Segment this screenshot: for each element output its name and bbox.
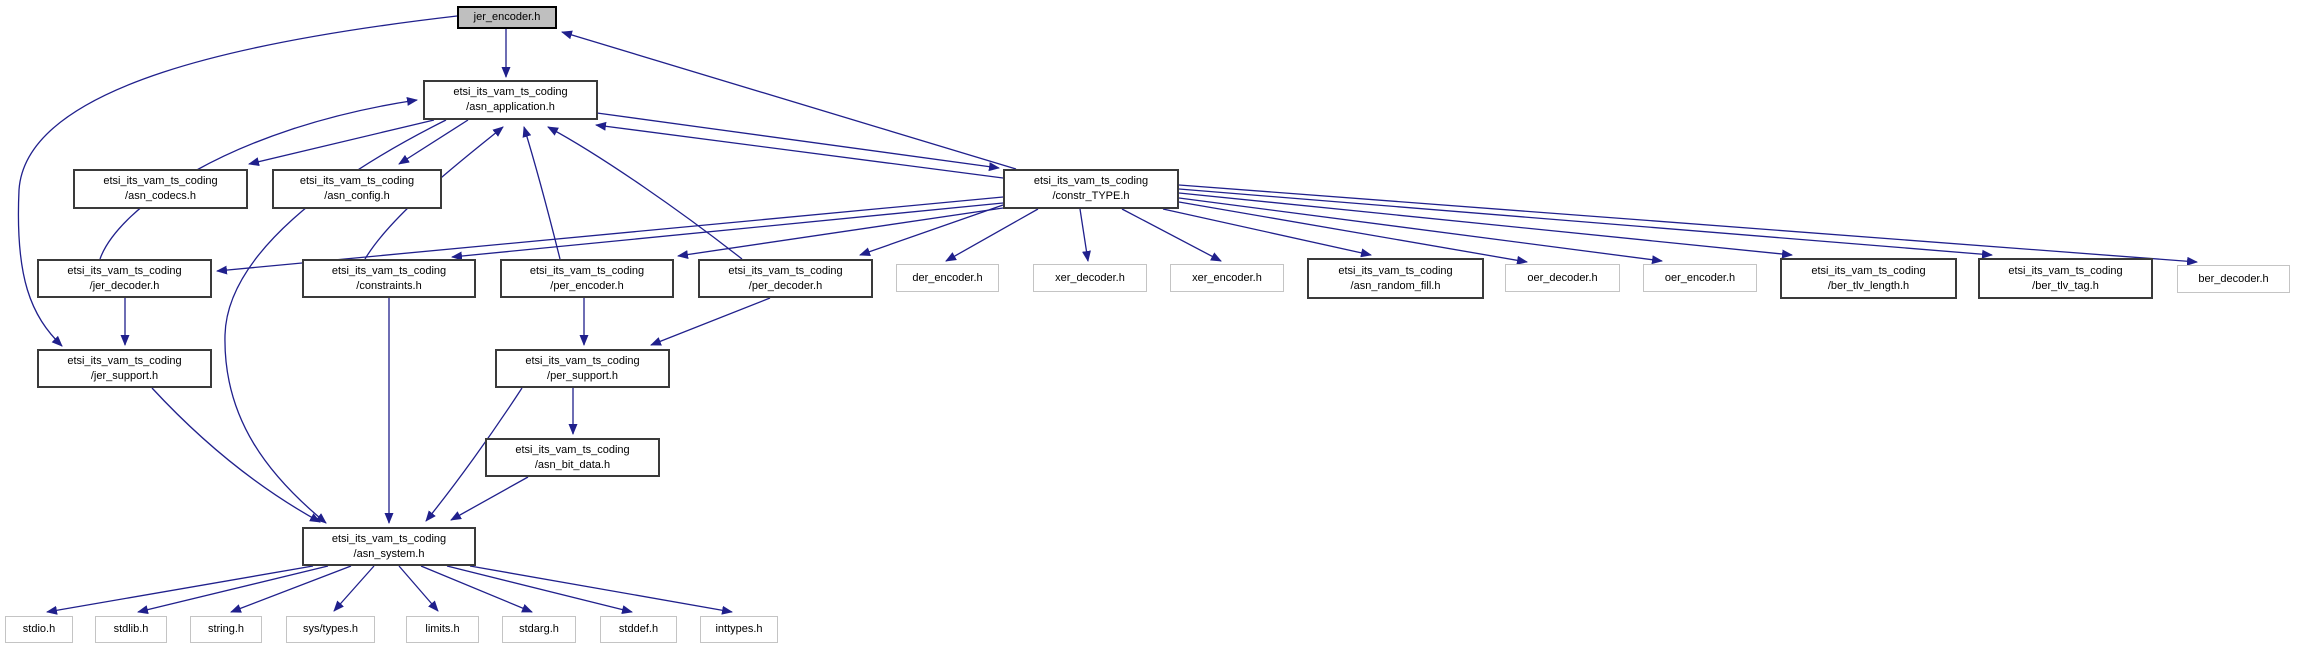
edge-jer_encoder-jer_support (17, 15, 458, 347)
graph-node-asn_system[interactable]: etsi_its_vam_ts_coding /asn_system.h (302, 527, 476, 566)
edge-per_decoder-per_support (650, 297, 771, 346)
graph-node-sys_types: sys/types.h (286, 616, 375, 643)
edge-asn_system-stdio (46, 565, 314, 615)
graph-node-ber_decoder: ber_decoder.h (2177, 265, 2290, 293)
graph-node-asn_config[interactable]: etsi_its_vam_ts_coding /asn_config.h (272, 169, 442, 209)
edge-asn_application-constr_TYPE (596, 112, 1000, 172)
edge-constr_TYPE-ber_tlv_tag (1178, 188, 1993, 259)
graph-node-xer_encoder: xer_encoder.h (1170, 264, 1284, 292)
edge-constr_TYPE-ber_decoder (1178, 184, 2198, 266)
graph-node-jer_support[interactable]: etsi_its_vam_ts_coding /jer_support.h (37, 349, 212, 388)
edge-constr_TYPE-asn_random_fill (1162, 208, 1372, 258)
graph-node-string: string.h (190, 616, 262, 643)
edge-jer_support-asn_system (151, 387, 321, 523)
graph-node-constr_TYPE[interactable]: etsi_its_vam_ts_coding /constr_TYPE.h (1003, 169, 1179, 209)
edge-constr_TYPE-jer_decoder (216, 196, 1004, 275)
edge-constr_TYPE-xer_decoder (1079, 208, 1091, 262)
graph-node-per_decoder[interactable]: etsi_its_vam_ts_coding /per_decoder.h (698, 259, 873, 298)
graph-node-asn_application[interactable]: etsi_its_vam_ts_coding /asn_application.… (423, 80, 598, 120)
edge-asn_system-inttypes (469, 565, 733, 615)
graph-node-stdlib: stdlib.h (95, 616, 167, 643)
graph-node-stddef: stddef.h (600, 616, 677, 643)
edge-asn_system-limits (398, 565, 439, 612)
graph-node-constraints[interactable]: etsi_its_vam_ts_coding /constraints.h (302, 259, 476, 298)
edge-constr_TYPE-der_encoder (945, 208, 1039, 262)
graph-node-stdarg: stdarg.h (502, 616, 576, 643)
graph-node-oer_decoder: oer_decoder.h (1505, 264, 1620, 292)
edge-per_decoder-asn_application (547, 126, 743, 260)
edge-constr_TYPE-xer_encoder (1121, 208, 1222, 262)
edge-constr_TYPE-constraints (451, 202, 1004, 261)
graph-node-oer_encoder: oer_encoder.h (1643, 264, 1757, 292)
graph-node-per_encoder[interactable]: etsi_its_vam_ts_coding /per_encoder.h (500, 259, 674, 298)
graph-node-ber_tlv_length[interactable]: etsi_its_vam_ts_coding /ber_tlv_length.h (1780, 258, 1957, 299)
edge-asn_bit_data-asn_system (450, 476, 529, 521)
edge-asn_system-sys_types (333, 565, 375, 612)
graph-node-stdio: stdio.h (5, 616, 73, 643)
graph-node-ber_tlv_tag[interactable]: etsi_its_vam_ts_coding /ber_tlv_tag.h (1978, 258, 2153, 299)
edge-constr_TYPE-oer_decoder (1178, 201, 1528, 265)
edge-per_encoder-asn_application (522, 126, 561, 260)
graph-node-jer_encoder: jer_encoder.h (457, 6, 557, 29)
edge-constr_TYPE-per_encoder (677, 207, 1004, 259)
edge-asn_application-asn_config (398, 119, 469, 165)
edge-constr_TYPE-per_decoder (859, 204, 1004, 256)
edge-asn_system-stdarg (420, 565, 533, 613)
edge-asn_application-asn_codecs (248, 119, 435, 167)
graph-node-limits: limits.h (406, 616, 479, 643)
edge-constr_TYPE-oer_encoder (1178, 197, 1663, 265)
graph-node-per_support[interactable]: etsi_its_vam_ts_coding /per_support.h (495, 349, 670, 388)
edge-asn_system-string (230, 565, 352, 613)
graph-node-asn_random_fill[interactable]: etsi_its_vam_ts_coding /asn_random_fill.… (1307, 258, 1484, 299)
edge-per_support-asn_system (425, 387, 523, 522)
graph-node-der_encoder: der_encoder.h (896, 264, 999, 292)
graph-node-asn_codecs[interactable]: etsi_its_vam_ts_coding /asn_codecs.h (73, 169, 248, 209)
graph-node-asn_bit_data[interactable]: etsi_its_vam_ts_coding /asn_bit_data.h (485, 438, 660, 477)
graph-node-xer_decoder: xer_decoder.h (1033, 264, 1147, 292)
edge-asn_system-stdlib (137, 565, 329, 615)
edge-constr_TYPE-asn_application (595, 121, 1004, 179)
graph-node-inttypes: inttypes.h (700, 616, 778, 643)
graph-node-jer_decoder[interactable]: etsi_its_vam_ts_coding /jer_decoder.h (37, 259, 212, 298)
edge-constr_TYPE-jer_encoder (561, 30, 1017, 170)
edge-asn_system-stddef (446, 565, 633, 614)
edge-constr_TYPE-ber_tlv_length (1178, 192, 1793, 259)
